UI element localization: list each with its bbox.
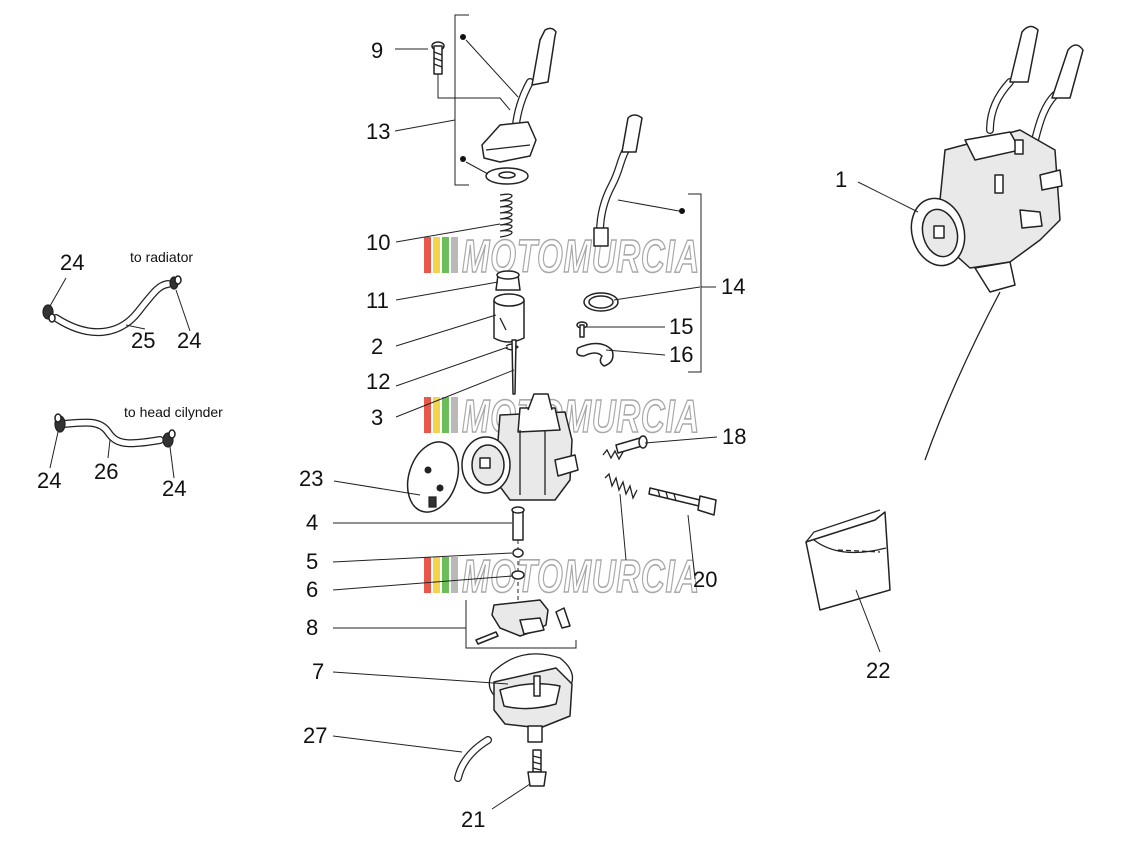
callout-23: 23 [299,466,323,491]
callout-24-top-left: 24 [60,250,84,275]
clip-16 [576,342,614,367]
gasket-23 [406,441,460,513]
watermark-stripe-yellow [433,557,440,593]
hose-clamp-right [162,429,176,448]
head-cylinder-hose-assembly [54,413,176,448]
watermark-stripe-yellow [433,237,440,273]
choke-cable-14 [593,114,643,247]
carburetor-body [461,393,579,501]
callout-9: 9 [371,38,383,63]
watermark-stripe-red [424,557,431,593]
parts-bag-22 [805,509,891,611]
float-bowl-7 [488,653,574,743]
callout-16: 16 [669,342,693,367]
watermark-bottom: MOTOMURCIA [424,549,700,603]
watermark-text: MOTOMURCIA [462,390,700,442]
idle-spring [602,448,624,461]
radiator-hose-assembly [42,275,182,337]
jet-6 [511,570,525,580]
callout-25: 25 [131,328,155,353]
callout-24-bottom-left: 24 [37,468,61,493]
watermark-stripe-grey [451,237,458,273]
hose-on-assembly [924,291,1001,461]
long-screw-20 [648,487,717,516]
callout-22: 22 [866,658,890,683]
callout-6: 6 [306,577,318,602]
retainer-11 [495,270,521,291]
callout-10: 10 [366,230,390,255]
callout-7: 7 [312,659,324,684]
callout-1: 1 [835,167,847,192]
throttle-cable-cover-13 [481,27,557,163]
callout-5: 5 [306,549,318,574]
watermark-top: MOTOMURCIA [424,229,700,283]
needle-3 [511,339,517,395]
callout-4: 4 [306,510,318,535]
hose-27 [454,736,492,782]
throttle-slide-2 [493,293,525,343]
group-13-bracket [454,14,469,186]
callout-24-top-right: 24 [177,328,201,353]
watermark-stripe-green [442,397,449,433]
callout-15: 15 [669,314,693,339]
callout-labels: 9 13 10 11 2 12 3 23 4 5 6 8 7 27 21 14 … [37,38,890,832]
hose-clamp-right [169,275,182,290]
watermark-stripe-grey [451,557,458,593]
watermark-stripe-grey [451,397,458,433]
carburetor-assembly-1 [910,25,1084,293]
mixture-spring [604,472,638,500]
callout-13: 13 [366,119,390,144]
group-8-bracket [465,600,577,649]
leader-lines [49,48,919,810]
note-to-radiator: to radiator [130,249,193,265]
spring-10 [499,193,513,238]
watermark-stripe-green [442,237,449,273]
hose-clamp-left [42,304,56,323]
callout-26: 26 [94,459,118,484]
callout-12: 12 [366,369,390,394]
float-8 [475,599,571,645]
watermark-text: MOTOMURCIA [462,550,700,602]
note-to-head-cylinder: to head cilynder [124,404,223,420]
callout-3: 3 [371,405,383,430]
clip-12 [505,343,520,351]
watermark-stripe-yellow [433,397,440,433]
watermark-stripe-red [424,397,431,433]
callout-24-bottom-right: 24 [162,476,186,501]
jet-5 [512,548,524,558]
screw-15 [576,321,588,338]
hose-clamp-left [54,413,66,433]
group-14-bracket [688,193,702,373]
callout-21: 21 [461,807,485,832]
callout-27: 27 [303,723,327,748]
jet-holder-4 [511,506,525,541]
callout-2: 2 [371,334,383,359]
callout-8: 8 [306,615,318,640]
drain-screw-21 [527,749,547,787]
watermark-stripe-red [424,237,431,273]
callout-11: 11 [366,288,389,313]
watermark-stripe-green [442,557,449,593]
screw-9 [431,41,445,75]
callout-14: 14 [721,274,745,299]
callout-18: 18 [722,424,746,449]
idle-screw-18 [615,435,648,454]
callout-20: 20 [693,567,717,592]
